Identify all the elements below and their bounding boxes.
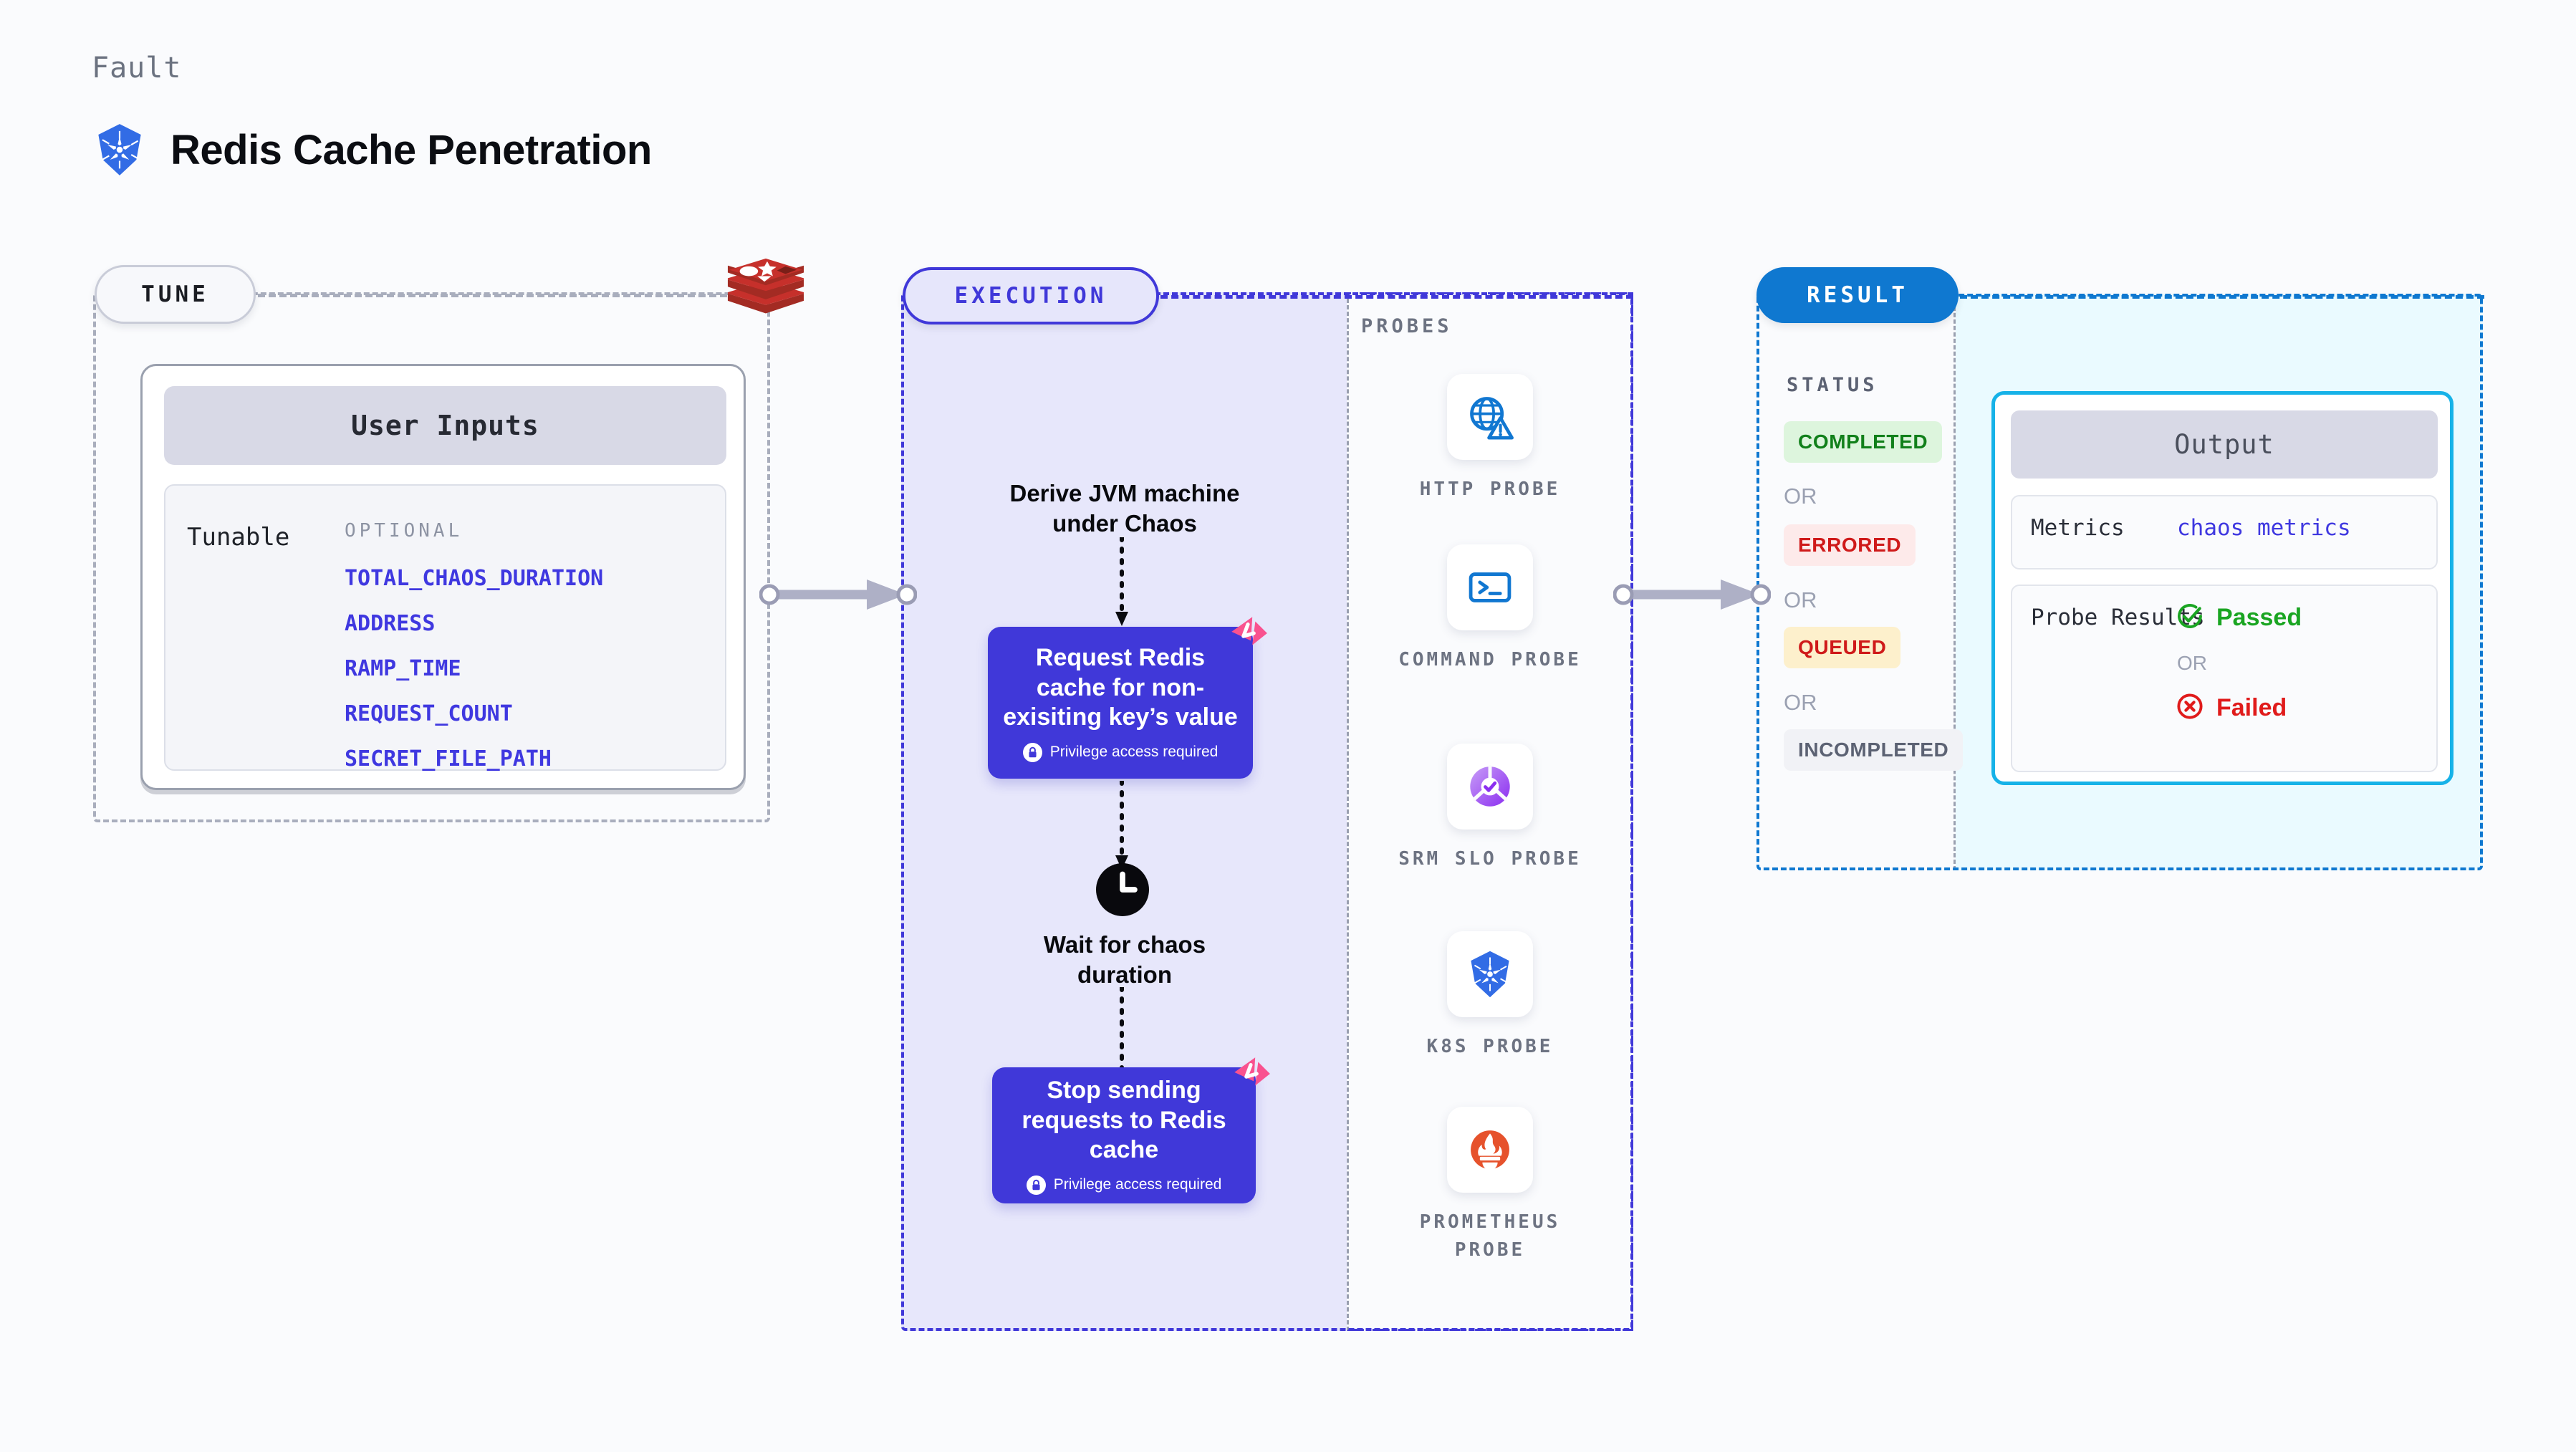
tunable-option[interactable]: RAMP_TIME <box>345 656 461 681</box>
status-or: OR <box>1784 587 1817 612</box>
connector-tune-execution <box>759 580 917 610</box>
optional-column: OPTIONAL TOTAL_CHAOS_DURATION ADDRESS RA… <box>345 520 603 792</box>
privilege-note: Privilege access required <box>1022 742 1219 762</box>
user-inputs-title: User Inputs <box>164 386 726 465</box>
flow-arrow-2 <box>1115 781 1128 870</box>
privilege-note: Privilege access required <box>1026 1175 1222 1195</box>
execution-panel <box>901 292 1633 1331</box>
x-circle-icon <box>2176 692 2204 724</box>
check-circle-icon <box>2176 602 2204 634</box>
chaos-step-title: Request Redis cache for non-exisiting ke… <box>1003 644 1238 731</box>
metrics-label: Metrics <box>2031 515 2125 541</box>
output-metrics-row: Metrics chaos metrics <box>2011 495 2438 569</box>
passed-label: Passed <box>2216 604 2302 631</box>
kubernetes-icon <box>92 122 148 178</box>
probe-label: K8S PROBE <box>1426 1036 1554 1057</box>
tunable-option[interactable]: TOTAL_CHAOS_DURATION <box>345 566 604 591</box>
prometheus-icon <box>1447 1107 1533 1193</box>
stage-label-execution[interactable]: EXECUTION <box>903 267 1159 324</box>
optional-header: OPTIONAL <box>345 520 463 542</box>
probe-results-label: Probe Results <box>2031 605 2205 630</box>
status-badge-errored: ERRORED <box>1784 524 1916 566</box>
status-badge-completed: COMPLETED <box>1784 421 1943 463</box>
litmus-chaos-icon <box>1226 611 1270 655</box>
status-badge-incompleted: INCOMPLETED <box>1784 729 1964 771</box>
status-or: OR <box>1784 690 1817 715</box>
probe-label: PROMETHEUS PROBE <box>1419 1211 1561 1261</box>
globe-warning-icon <box>1447 374 1533 460</box>
status-badge-queued: QUEUED <box>1784 627 1901 668</box>
litmus-chaos-icon <box>1229 1052 1273 1096</box>
output-probe-results-row: Probe Results Passed OR <box>2011 585 2438 772</box>
tunable-option[interactable]: SECRET_FILE_PATH <box>345 746 552 771</box>
page-eyebrow: Fault <box>92 52 182 85</box>
privilege-note-text: Privilege access required <box>1053 1176 1222 1193</box>
chaos-step-request[interactable]: Request Redis cache for non-exisiting ke… <box>988 617 1267 779</box>
result-status-region <box>1756 294 1956 870</box>
tunable-option[interactable]: ADDRESS <box>345 611 436 636</box>
tunable-option[interactable]: REQUEST_COUNT <box>345 701 513 726</box>
stage-label-tune[interactable]: TUNE <box>95 265 256 324</box>
lock-icon <box>1022 742 1042 762</box>
terminal-icon <box>1447 544 1533 630</box>
execution-header-line <box>1160 295 1633 299</box>
probe-label: SRM SLO PROBE <box>1398 848 1582 870</box>
kubernetes-icon <box>1447 931 1533 1017</box>
probe-command[interactable]: COMMAND PROBE <box>1397 544 1583 674</box>
lock-icon <box>1026 1175 1046 1195</box>
result-header-line <box>1960 295 2484 299</box>
step-wait-label: Wait for chaos duration <box>1043 931 1206 989</box>
probe-k8s[interactable]: K8S PROBE <box>1397 931 1583 1061</box>
user-inputs-body: Tunable OPTIONAL TOTAL_CHAOS_DURATION AD… <box>164 484 726 771</box>
chaos-step-stop[interactable]: Stop sending requests to Redis cache Pri… <box>992 1057 1270 1203</box>
probes-header: PROBES <box>1361 315 1453 337</box>
status-header: STATUS <box>1787 374 1878 396</box>
srm-slo-icon <box>1447 744 1533 830</box>
user-inputs-card: User Inputs Tunable OPTIONAL TOTAL_CHAOS… <box>140 364 746 790</box>
probe-result-failed: Failed <box>2176 692 2287 724</box>
probe-http[interactable]: HTTP PROBE <box>1397 374 1583 504</box>
tune-header-line <box>258 294 770 297</box>
privilege-note-text: Privilege access required <box>1049 744 1219 761</box>
stage-label-result[interactable]: RESULT <box>1756 267 1959 323</box>
probe-label: COMMAND PROBE <box>1398 649 1582 670</box>
output-title: Output <box>2011 410 2438 479</box>
clock-icon <box>1096 863 1149 916</box>
flow-arrow-1 <box>1115 537 1128 626</box>
probe-prometheus[interactable]: PROMETHEUS PROBE <box>1397 1107 1583 1264</box>
step-derive-label: Derive JVM machine under Chaos <box>1009 480 1240 537</box>
metrics-value[interactable]: chaos metrics <box>2177 515 2351 541</box>
status-or: OR <box>1784 484 1817 509</box>
page-title: Redis Cache Penetration <box>170 126 652 173</box>
probe-result-or: OR <box>2177 652 2207 674</box>
probe-srm-slo[interactable]: SRM SLO PROBE <box>1397 744 1583 873</box>
connector-execution-result <box>1613 580 1771 610</box>
output-card: Output Metrics chaos metrics Probe Resul… <box>1991 391 2454 785</box>
chaos-step-title: Stop sending requests to Redis cache <box>1022 1077 1226 1164</box>
tunable-label: Tunable <box>187 523 290 552</box>
redis-icon <box>724 254 808 333</box>
failed-label: Failed <box>2216 694 2287 721</box>
probe-label: HTTP PROBE <box>1419 479 1561 500</box>
page-header: Redis Cache Penetration <box>92 122 652 178</box>
probe-result-passed: Passed <box>2176 602 2302 634</box>
